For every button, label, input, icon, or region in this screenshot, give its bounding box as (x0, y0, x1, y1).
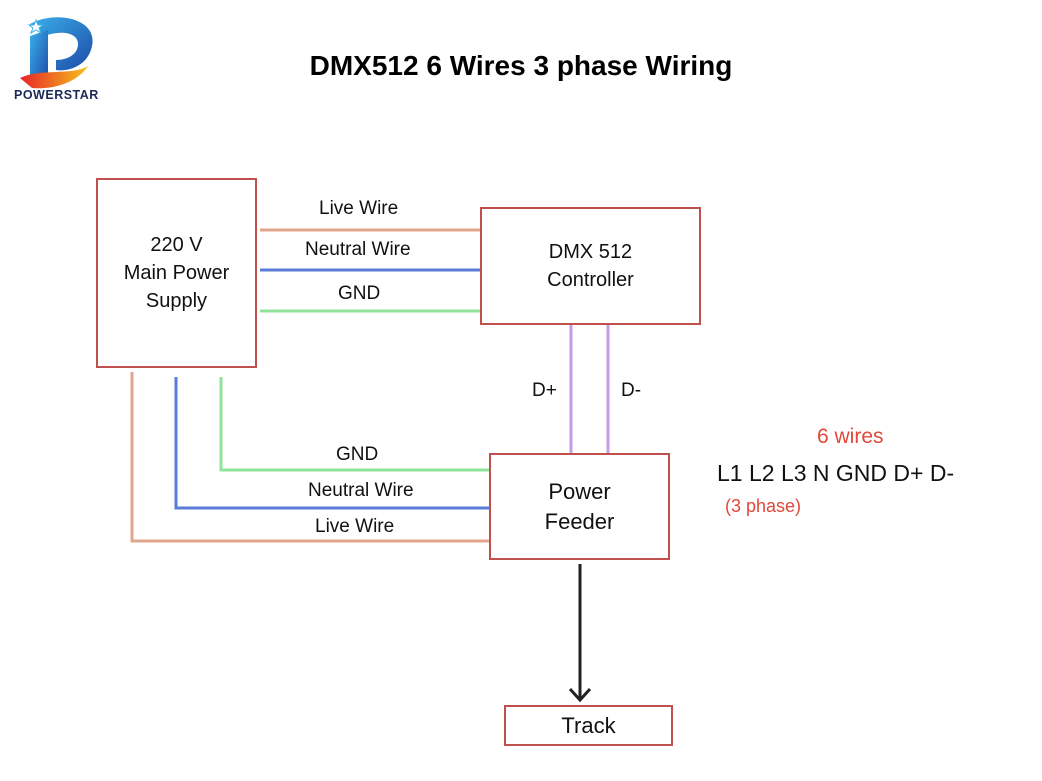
wire-list-note: L1 L2 L3 N GND D+ D- (717, 460, 955, 486)
logo-text: POWERSTAR (14, 88, 99, 102)
power-feeder-label: Power Feeder (544, 478, 615, 534)
track-arrow-head (568, 687, 592, 703)
top-gnd-wire-label: GND (338, 283, 381, 304)
phase-note: (3 phase) (725, 496, 802, 516)
diagram-title: DMX512 6 Wires 3 phase Wiring (309, 50, 733, 81)
bottom-gnd-wire-label: GND (336, 444, 379, 465)
power-feeder-box: Power Feeder (489, 453, 670, 560)
dmx-controller-box: DMX 512 Controller (480, 207, 701, 325)
bottom-gnd-wire (219, 377, 490, 472)
track-label: Track (561, 712, 616, 738)
top-live-wire-label: Live Wire (319, 198, 399, 219)
top-neutral-wire-label: Neutral Wire (305, 239, 411, 260)
power-supply-box: 220 V Main Power Supply (96, 178, 257, 368)
dmx-controller-label: DMX 512 Controller (547, 241, 634, 291)
power-supply-label: 220 V Main Power Supply (123, 234, 230, 312)
bottom-live-wire (130, 372, 490, 543)
powerstar-logo-icon (20, 17, 93, 89)
wire-count-note: 6 wires (817, 425, 884, 448)
bottom-neutral-wire-label: Neutral Wire (308, 480, 414, 501)
d-minus-label: D- (621, 380, 642, 401)
bottom-live-wire-label: Live Wire (315, 516, 395, 537)
bottom-neutral-wire (174, 377, 490, 510)
track-box: Track (504, 705, 673, 746)
d-plus-label: D+ (532, 380, 557, 401)
